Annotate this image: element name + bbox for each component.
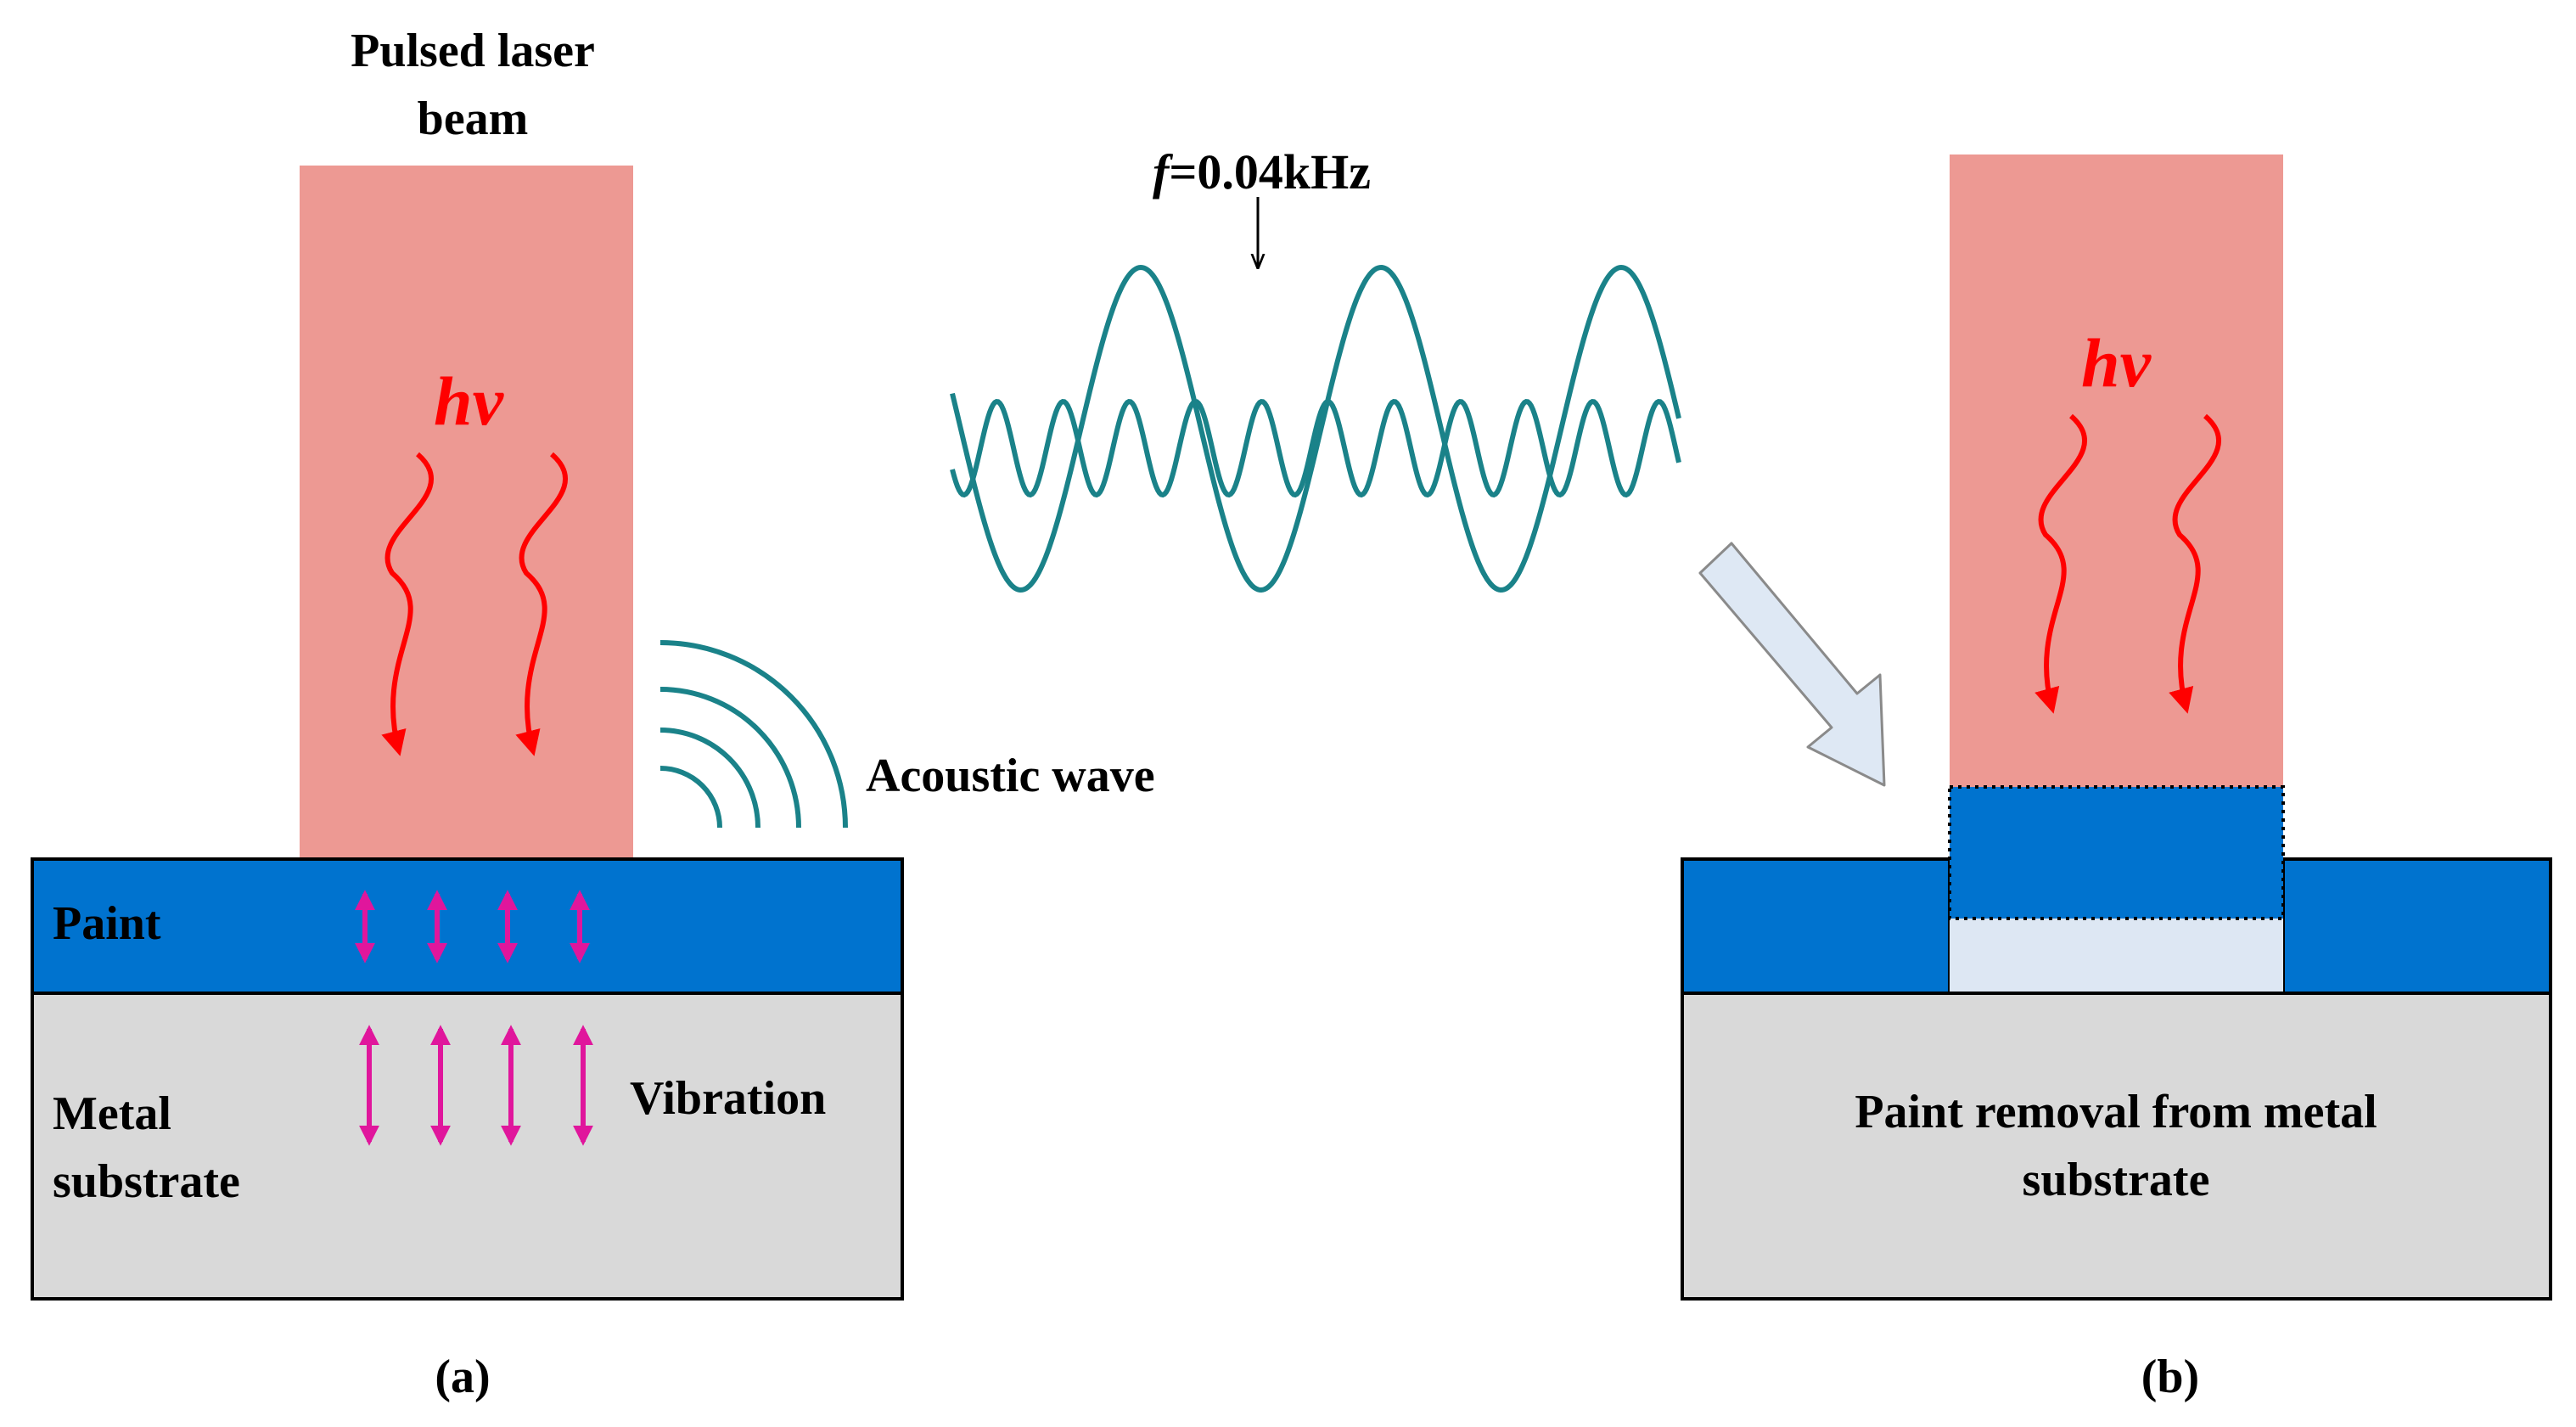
result-label-line1: Paint removal from metal	[1855, 1086, 2377, 1138]
ablated-paint-block	[1948, 785, 2285, 920]
photon-label: hv	[2081, 324, 2152, 402]
caption-a: (a)	[435, 1351, 490, 1403]
exposed-gap	[1950, 919, 2283, 993]
substrate-vibration-arrows	[359, 1025, 593, 1146]
photon-arrow-icon	[2169, 413, 2221, 714]
low-frequency-wave	[950, 264, 1681, 593]
photon-arrow-icon	[2034, 413, 2087, 714]
panel-b: hv Paint removal from metal substrate (b…	[1681, 154, 2552, 1403]
result-label-line2: substrate	[2023, 1154, 2210, 1206]
photon-arrow-icon	[515, 452, 568, 756]
frequency-value: =0.04kHz	[1169, 144, 1371, 199]
paint-layer	[31, 857, 904, 995]
photon-label: hv	[434, 362, 505, 440]
high-frequency-wave	[950, 399, 1681, 498]
vibration-label: Vibration	[630, 1072, 826, 1125]
paint-layer-right	[2281, 857, 2552, 995]
transition-arrow-icon	[1698, 542, 1886, 787]
metal-substrate	[1681, 992, 2552, 1301]
laser-beam	[300, 166, 633, 857]
acoustic-wave-label: Acoustic wave	[866, 750, 1155, 802]
beam-title-line1: Pulsed laser	[351, 25, 595, 77]
frequency-wave-group: f=0.04kHz	[950, 144, 1681, 593]
paint-label: Paint	[53, 897, 161, 950]
beam-title-line2: beam	[418, 93, 529, 145]
substrate-label-line1: Metal	[53, 1087, 171, 1140]
paint-layer-left	[1681, 857, 1951, 995]
metal-substrate	[31, 992, 904, 1301]
panel-a: Pulsed laser beam hv Acoustic wave Paint	[31, 25, 1155, 1403]
photon-arrow-icon	[381, 452, 434, 756]
caption-b: (b)	[2141, 1351, 2199, 1403]
laser-beam	[1950, 154, 2283, 787]
substrate-label-line2: substrate	[53, 1155, 240, 1208]
paint-vibration-arrows	[355, 890, 590, 964]
frequency-label: f=0.04kHz	[1153, 144, 1371, 199]
acoustic-wave-icon	[659, 640, 848, 829]
